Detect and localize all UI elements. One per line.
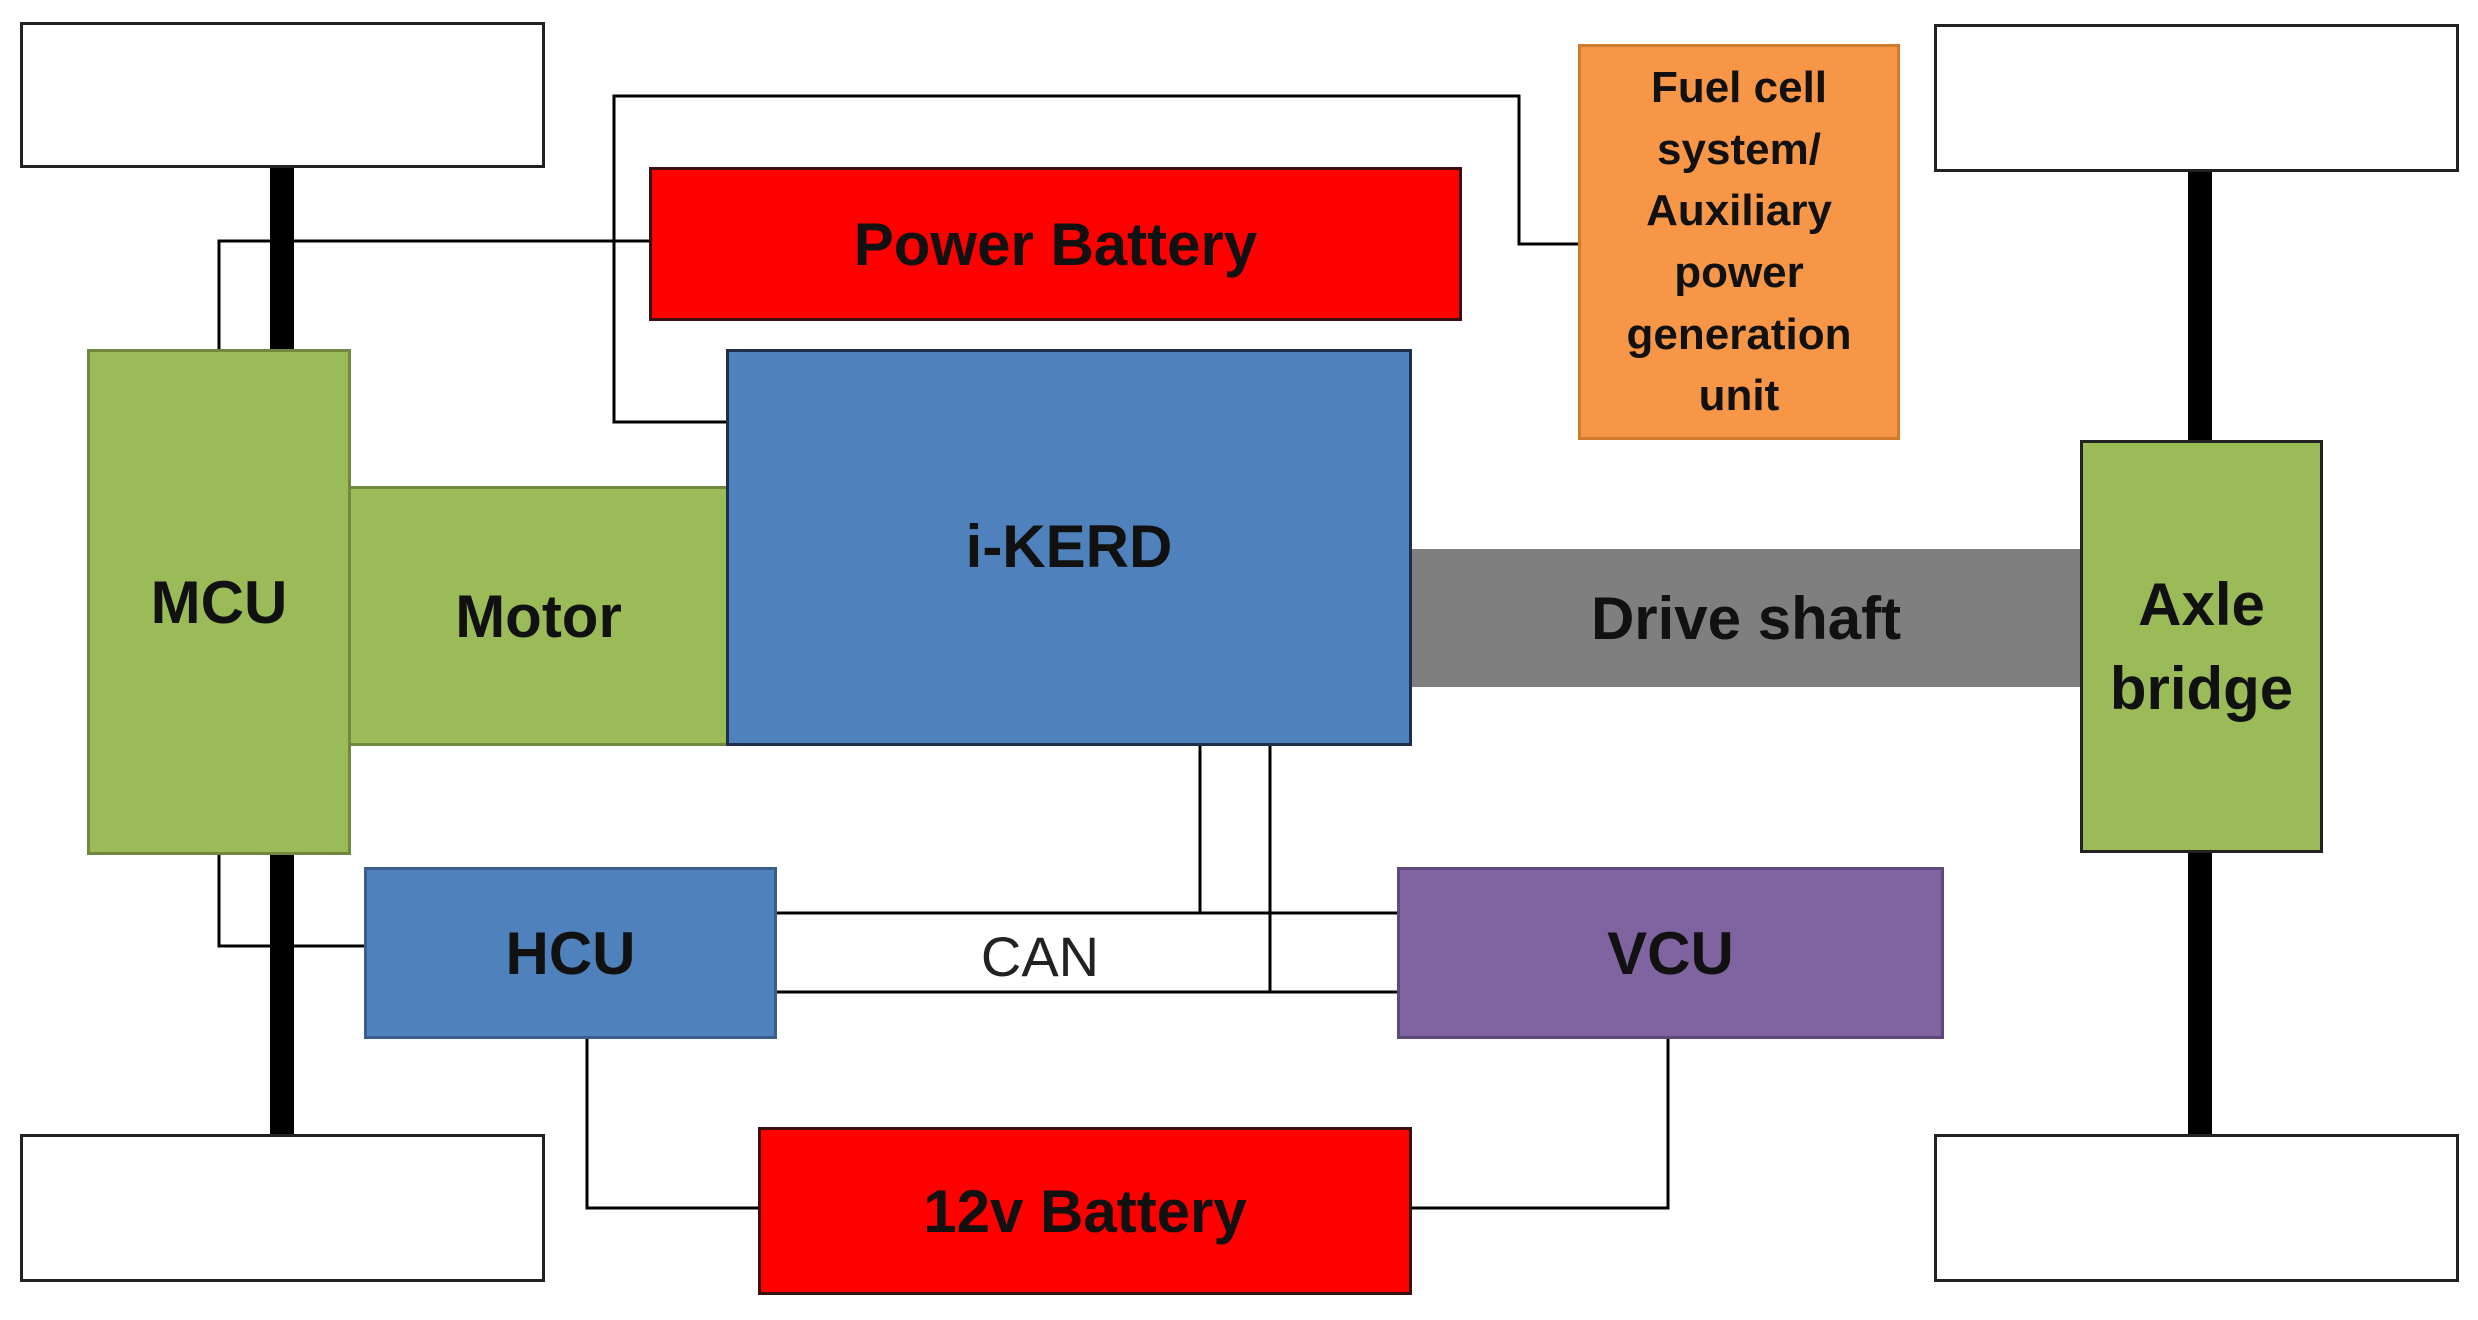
can-bus-label: CAN [980, 924, 1100, 988]
wire-hcu-12v-battery [585, 1039, 758, 1210]
power-battery-box: Power Battery [649, 167, 1462, 321]
wire-mcu-power-battery [217, 239, 649, 349]
wheel-rear-right [1934, 1134, 2459, 1282]
ikerd-label: i-KERD [965, 513, 1173, 580]
power-battery-label: Power Battery [853, 210, 1258, 278]
axle-bridge-label: Axle bridge [2109, 570, 2294, 722]
drive-shaft-label: Drive shaft [1590, 584, 1902, 652]
wire-vcu-12v-battery [1412, 1039, 1670, 1210]
mcu-label: MCU [150, 568, 288, 636]
vcu-label: VCU [1607, 919, 1734, 987]
battery-12v-label: 12v Battery [923, 1177, 1247, 1245]
wheel-rear-left [20, 1134, 545, 1282]
wire-ikerd-fuel-cell [612, 94, 1578, 424]
wire-mcu-hcu [217, 855, 364, 948]
wheel-front-right [1934, 24, 2459, 172]
fuel-cell-label: Fuel cell system/ Auxiliary power genera… [1626, 63, 1852, 421]
axle-bridge-box: Axle bridge [2080, 440, 2323, 853]
vcu-box: VCU [1397, 867, 1944, 1039]
wheel-front-left [20, 22, 545, 168]
hcu-box: HCU [364, 867, 777, 1039]
mcu-box: MCU [87, 349, 351, 855]
motor-box: Motor [351, 486, 726, 746]
motor-label: Motor [455, 582, 622, 650]
fuel-cell-box: Fuel cell system/ Auxiliary power genera… [1578, 44, 1900, 440]
battery-12v-box: 12v Battery [758, 1127, 1412, 1295]
drive-shaft-box: Drive shaft [1412, 549, 2080, 687]
hcu-label: HCU [505, 919, 636, 987]
ikerd-box: i-KERD [726, 349, 1412, 746]
